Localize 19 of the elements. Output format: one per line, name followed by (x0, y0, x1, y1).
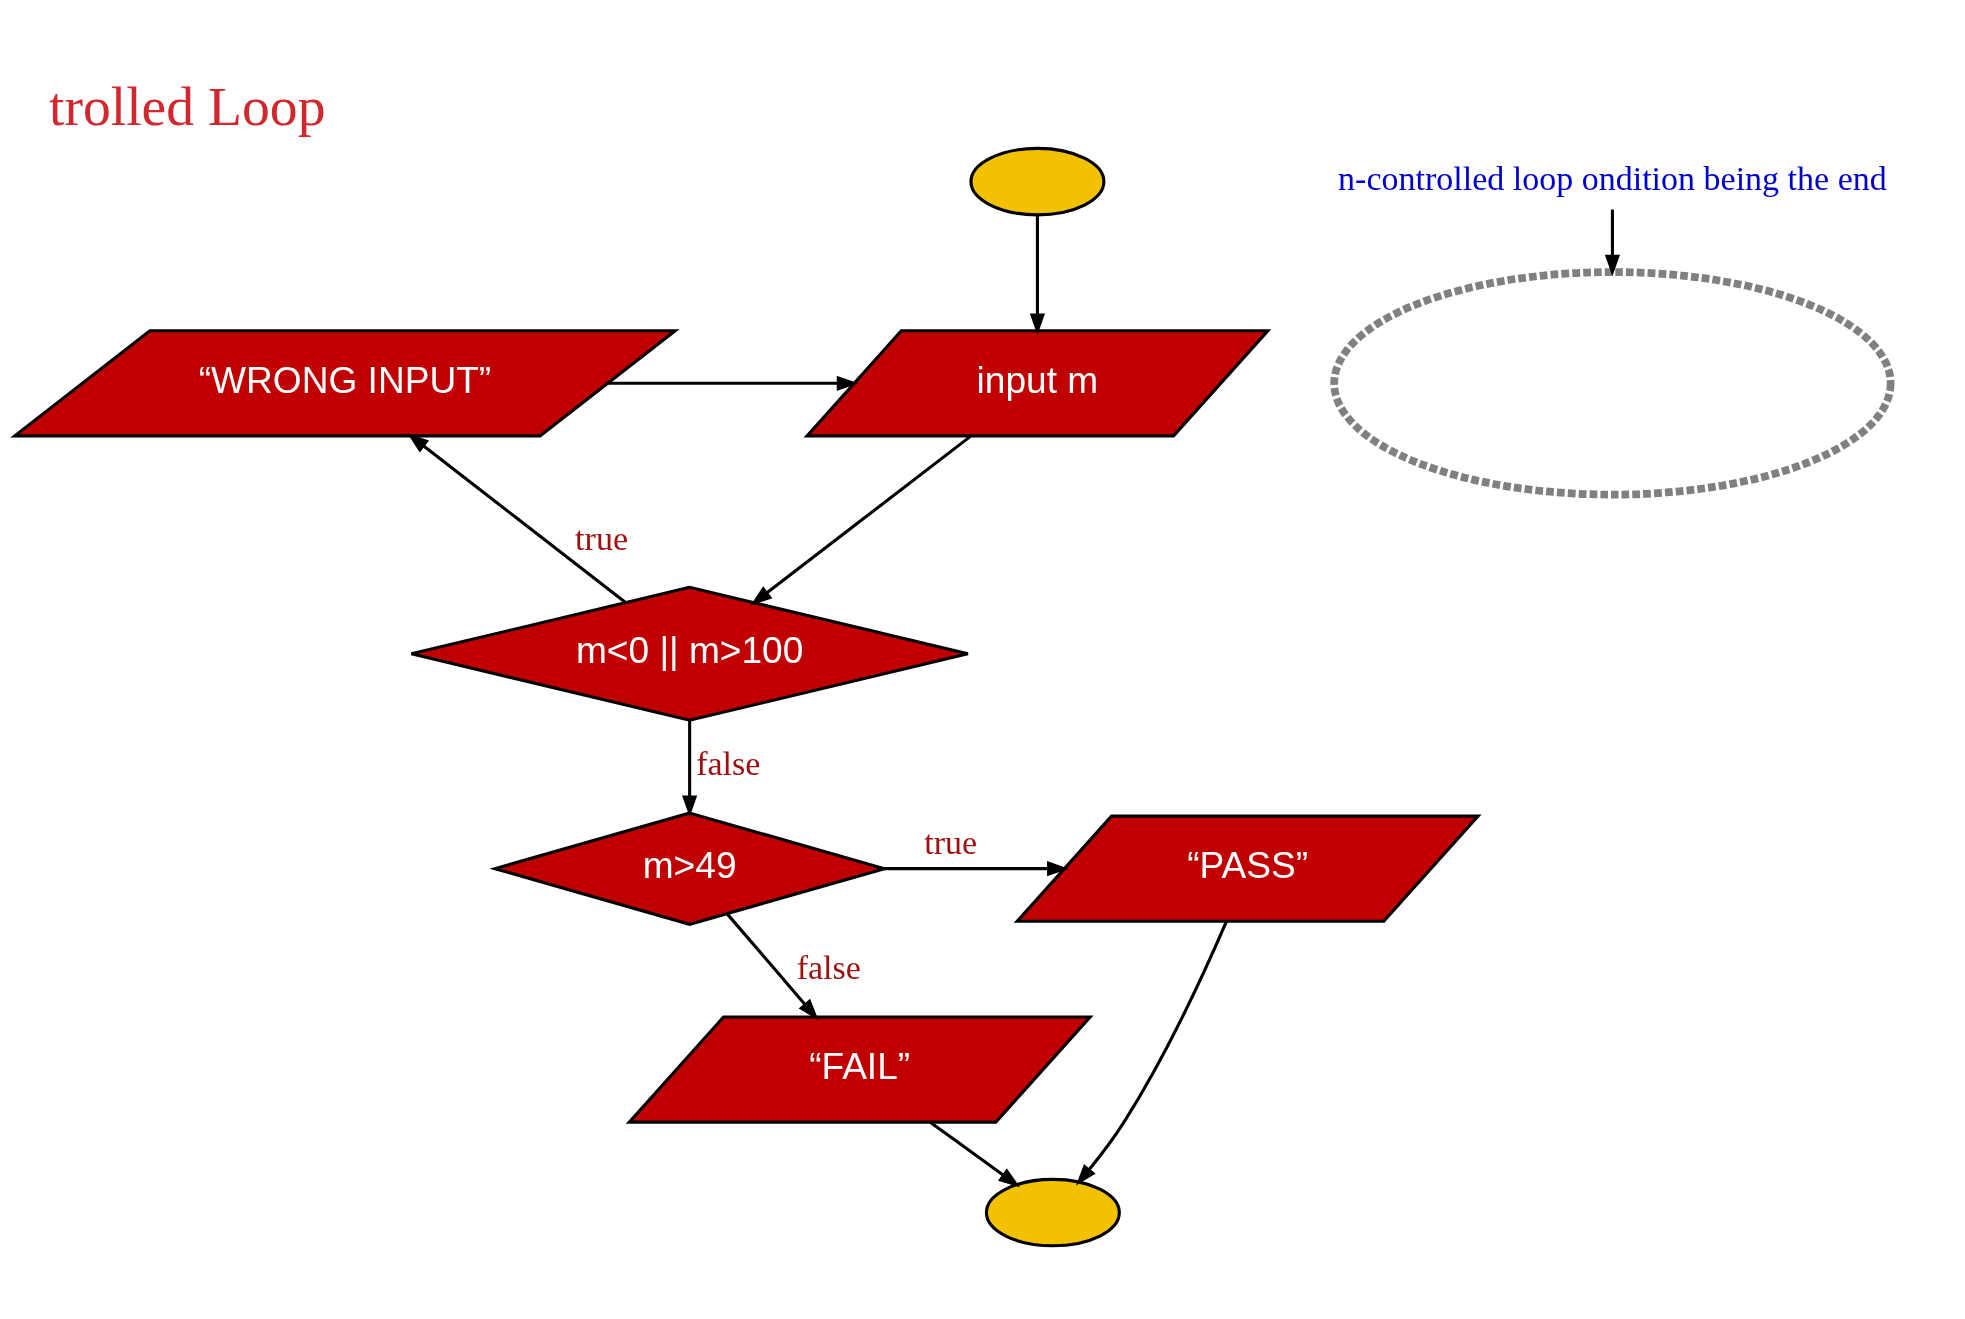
diagram-title: trolled Loop (48, 74, 326, 137)
node-ellipse (984, 1177, 1121, 1247)
arrow (608, 375, 859, 391)
edge-label: false (796, 948, 861, 986)
arrow (682, 720, 698, 817)
edge-label: true (575, 519, 628, 557)
arrow (1604, 209, 1620, 276)
node-ellipse (969, 146, 1106, 216)
node-ellipse (1330, 267, 1895, 498)
arrow (1075, 920, 1228, 1185)
arrow (750, 434, 972, 605)
arrow (929, 1120, 1020, 1187)
arrow (884, 860, 1069, 876)
edge-label: true (924, 823, 978, 861)
edge-label: false (696, 744, 761, 782)
arrow (726, 912, 819, 1020)
arrow (407, 432, 627, 604)
arrow (1029, 214, 1045, 335)
node-text: n-controlled loop ondition being the end (1338, 159, 1887, 197)
